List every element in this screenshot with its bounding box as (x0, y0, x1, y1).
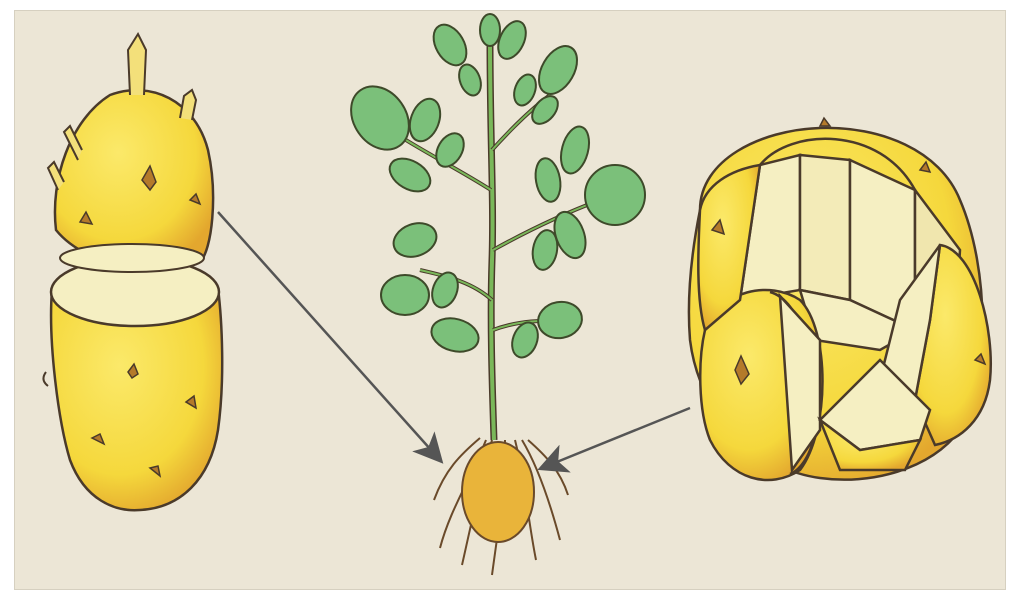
potato-plant (339, 14, 645, 575)
seed-potato-wedges (689, 118, 991, 480)
seed-potato-halved (43, 34, 222, 510)
potato-top-half (48, 34, 213, 272)
arrow-right-to-plant (542, 408, 690, 468)
seed-piece (462, 442, 534, 542)
potato-bottom-half (43, 258, 222, 510)
